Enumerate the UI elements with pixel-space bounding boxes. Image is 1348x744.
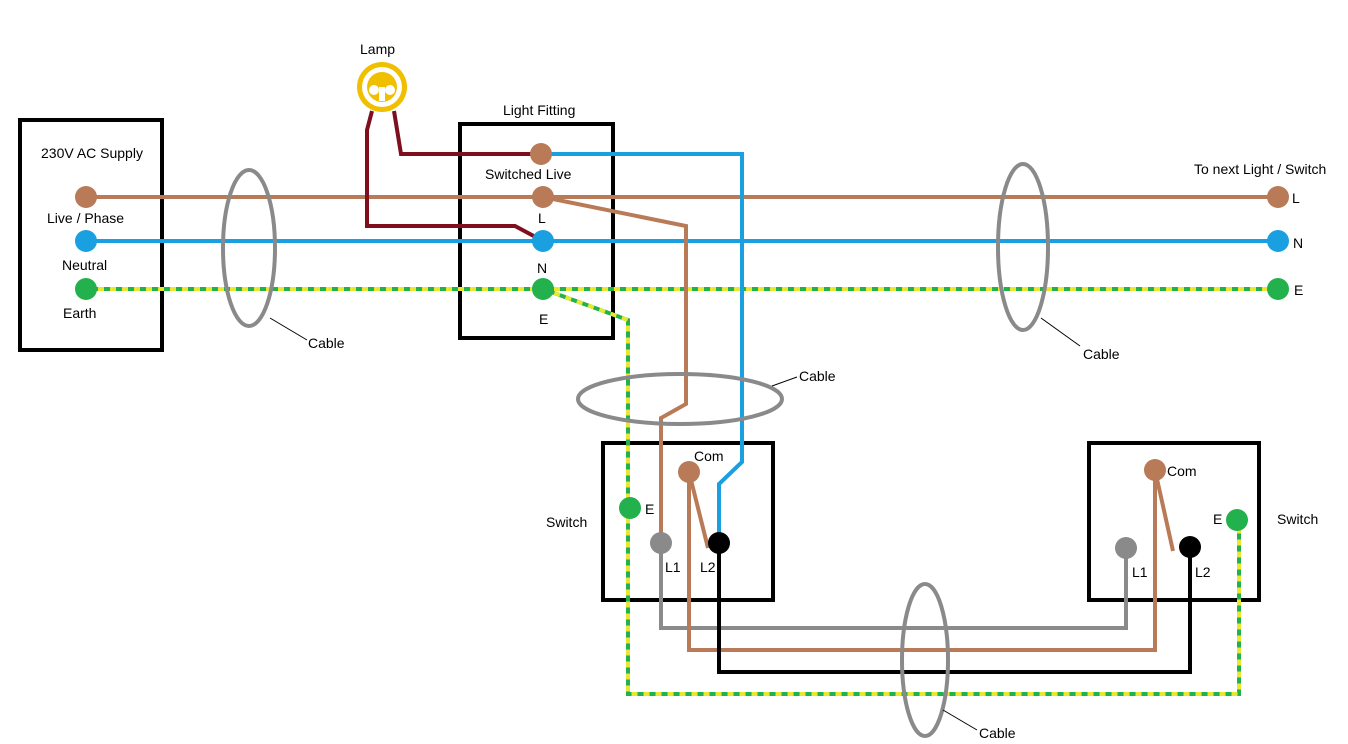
strap-cable-ring xyxy=(900,582,950,738)
next-e-label: E xyxy=(1294,282,1303,298)
fitting-n-label: N xyxy=(537,260,547,276)
switch-1-e-label: E xyxy=(645,501,654,517)
fitting-earth-terminal xyxy=(532,278,554,300)
supply-label: 230V AC Supply xyxy=(41,145,143,161)
fitting-live-terminal xyxy=(532,186,554,208)
supply-box xyxy=(18,118,164,352)
switch-1-l1-terminal xyxy=(650,532,672,554)
next-label: To next Light / Switch xyxy=(1194,161,1326,177)
fitting-e-label: E xyxy=(539,311,548,327)
supply-neutral-terminal xyxy=(75,230,97,252)
switched-live-label: Switched Live xyxy=(485,166,572,182)
switch-2-l1-terminal xyxy=(1115,537,1137,559)
next-cable-label: Cable xyxy=(1083,346,1120,362)
live-phase-label: Live / Phase xyxy=(47,210,124,226)
switch-2-l1-label: L1 xyxy=(1132,564,1148,580)
switch-2-label: Switch xyxy=(1277,511,1318,527)
drop-cable-leader xyxy=(771,376,798,387)
earth-switch-wire xyxy=(542,287,1241,696)
switch-2-l2-terminal xyxy=(1179,536,1201,558)
fitting-lamp-terminal xyxy=(530,143,552,165)
switch-2-rocker xyxy=(1153,469,1175,552)
switch-1-com-terminal xyxy=(678,461,700,483)
switch-2-e-label: E xyxy=(1213,511,1222,527)
switch-2-com-terminal xyxy=(1144,459,1166,481)
next-cable-ring xyxy=(996,162,1050,332)
lamp-feed-wire-1 xyxy=(392,110,541,156)
strap-cable-leader xyxy=(942,709,978,731)
lamp-bulb-icon xyxy=(357,62,407,112)
earth-label: Earth xyxy=(63,305,96,321)
switch-2-l2-label: L2 xyxy=(1195,564,1211,580)
live-switch-feed-wire xyxy=(542,195,688,543)
switch-1-l2-label: L2 xyxy=(700,559,716,575)
supply-live-terminal xyxy=(75,186,97,208)
supply-cable-leader xyxy=(269,317,308,341)
supply-cable-label: Cable xyxy=(308,335,345,351)
switch-1-l1-label: L1 xyxy=(665,559,681,575)
switch-2-com-label: Com xyxy=(1167,463,1197,479)
switch-1-label: Switch xyxy=(546,514,587,530)
strapper-com-wire xyxy=(687,470,1157,652)
drop-cable-label: Cable xyxy=(799,368,836,384)
switched-return-wire xyxy=(541,152,744,543)
next-earth-terminal xyxy=(1267,278,1289,300)
lamp-feed-wire-2 xyxy=(365,110,544,243)
supply-cable-ring xyxy=(221,168,277,328)
next-live-terminal xyxy=(1267,186,1289,208)
switch-1-earth-terminal xyxy=(619,497,641,519)
light-fitting-box xyxy=(458,122,615,340)
neutral-label: Neutral xyxy=(62,257,107,273)
switch-2-box xyxy=(1087,441,1261,602)
next-cable-leader xyxy=(1040,317,1081,347)
next-neutral-terminal xyxy=(1267,230,1289,252)
strapper-l2-wire xyxy=(717,543,1192,674)
switch-2-earth-terminal xyxy=(1226,509,1248,531)
fitting-neutral-terminal xyxy=(532,230,554,252)
switch-1-l2-terminal xyxy=(708,532,730,554)
drop-cable-ring xyxy=(576,372,784,426)
fitting-l-label: L xyxy=(538,210,546,226)
switch-1-com-label: Com xyxy=(694,448,724,464)
supply-earth-terminal xyxy=(75,278,97,300)
switch-1-rocker xyxy=(687,471,710,549)
strap-cable-label: Cable xyxy=(979,725,1016,741)
lamp-label: Lamp xyxy=(360,41,395,57)
strapper-l1-wire xyxy=(659,543,1128,630)
next-n-label: N xyxy=(1293,235,1303,251)
light-fitting-label: Light Fitting xyxy=(503,102,575,118)
next-l-label: L xyxy=(1292,190,1300,206)
